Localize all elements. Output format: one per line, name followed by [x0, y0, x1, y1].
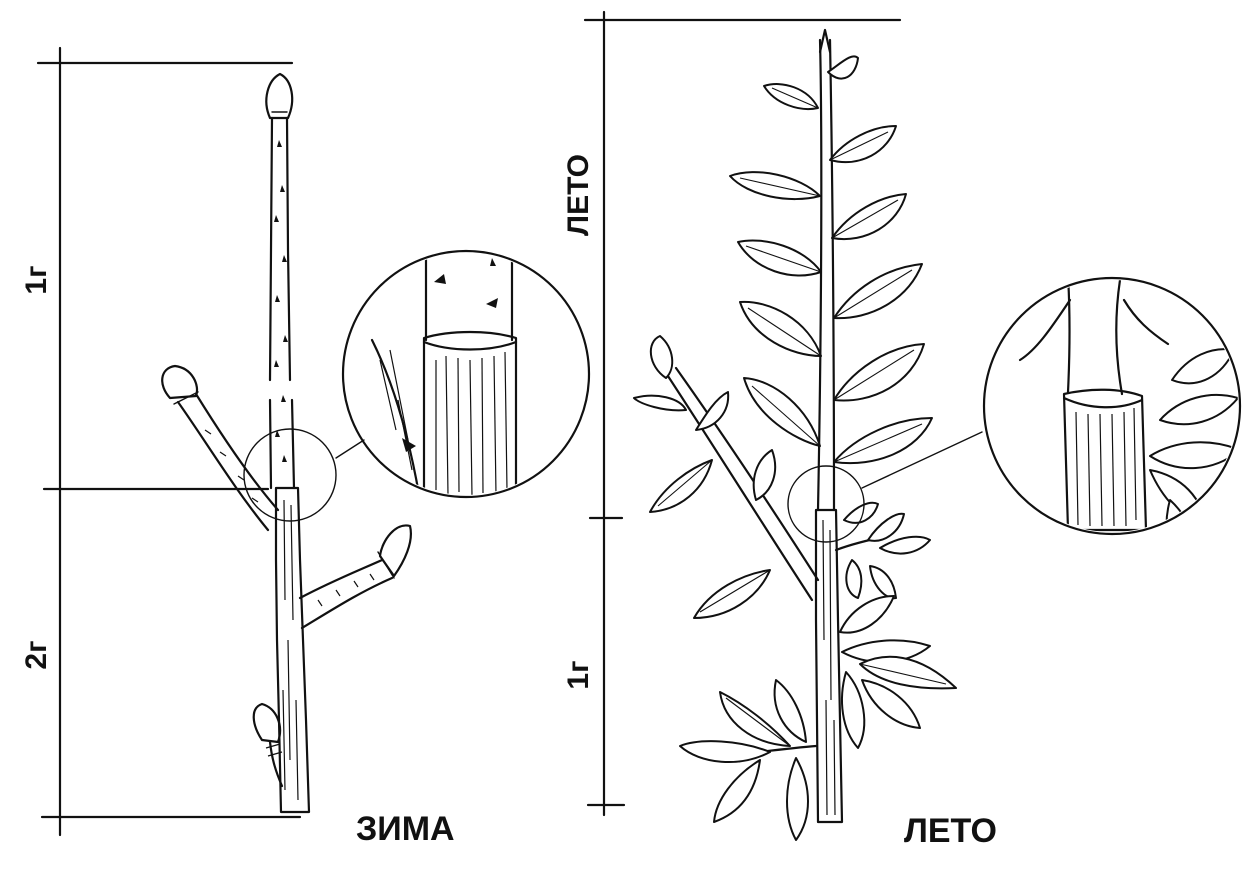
- winter-right-branch: [300, 525, 411, 628]
- winter-scale: [38, 48, 300, 835]
- winter-panel: 1г 2г: [20, 48, 589, 848]
- winter-left-branch-bud: [162, 366, 197, 398]
- summer-caption: ЛЕТО: [904, 812, 997, 850]
- summer-main-stem: [816, 30, 842, 822]
- winter-detail-leader: [336, 440, 364, 458]
- winter-lower-spur: [254, 704, 282, 786]
- summer-left-branch: [634, 336, 818, 618]
- summer-detail-magnifier: [984, 276, 1240, 584]
- winter-caption: ЗИМА: [356, 810, 455, 848]
- summer-lower-interval-label: 1г: [562, 660, 595, 689]
- winter-lower-interval-label: 2г: [20, 640, 53, 669]
- summer-panel: ЛЕТО 1г: [562, 12, 1240, 850]
- winter-right-branch-bud: [380, 525, 411, 576]
- winter-left-branch: [162, 366, 278, 530]
- winter-upper-interval-label: 1г: [20, 265, 53, 294]
- winter-detail-magnifier: [343, 250, 589, 500]
- summer-upper-interval-label: ЛЕТО: [562, 154, 595, 236]
- winter-main-stem: [266, 74, 309, 812]
- winter-shoot-buds: [274, 140, 288, 462]
